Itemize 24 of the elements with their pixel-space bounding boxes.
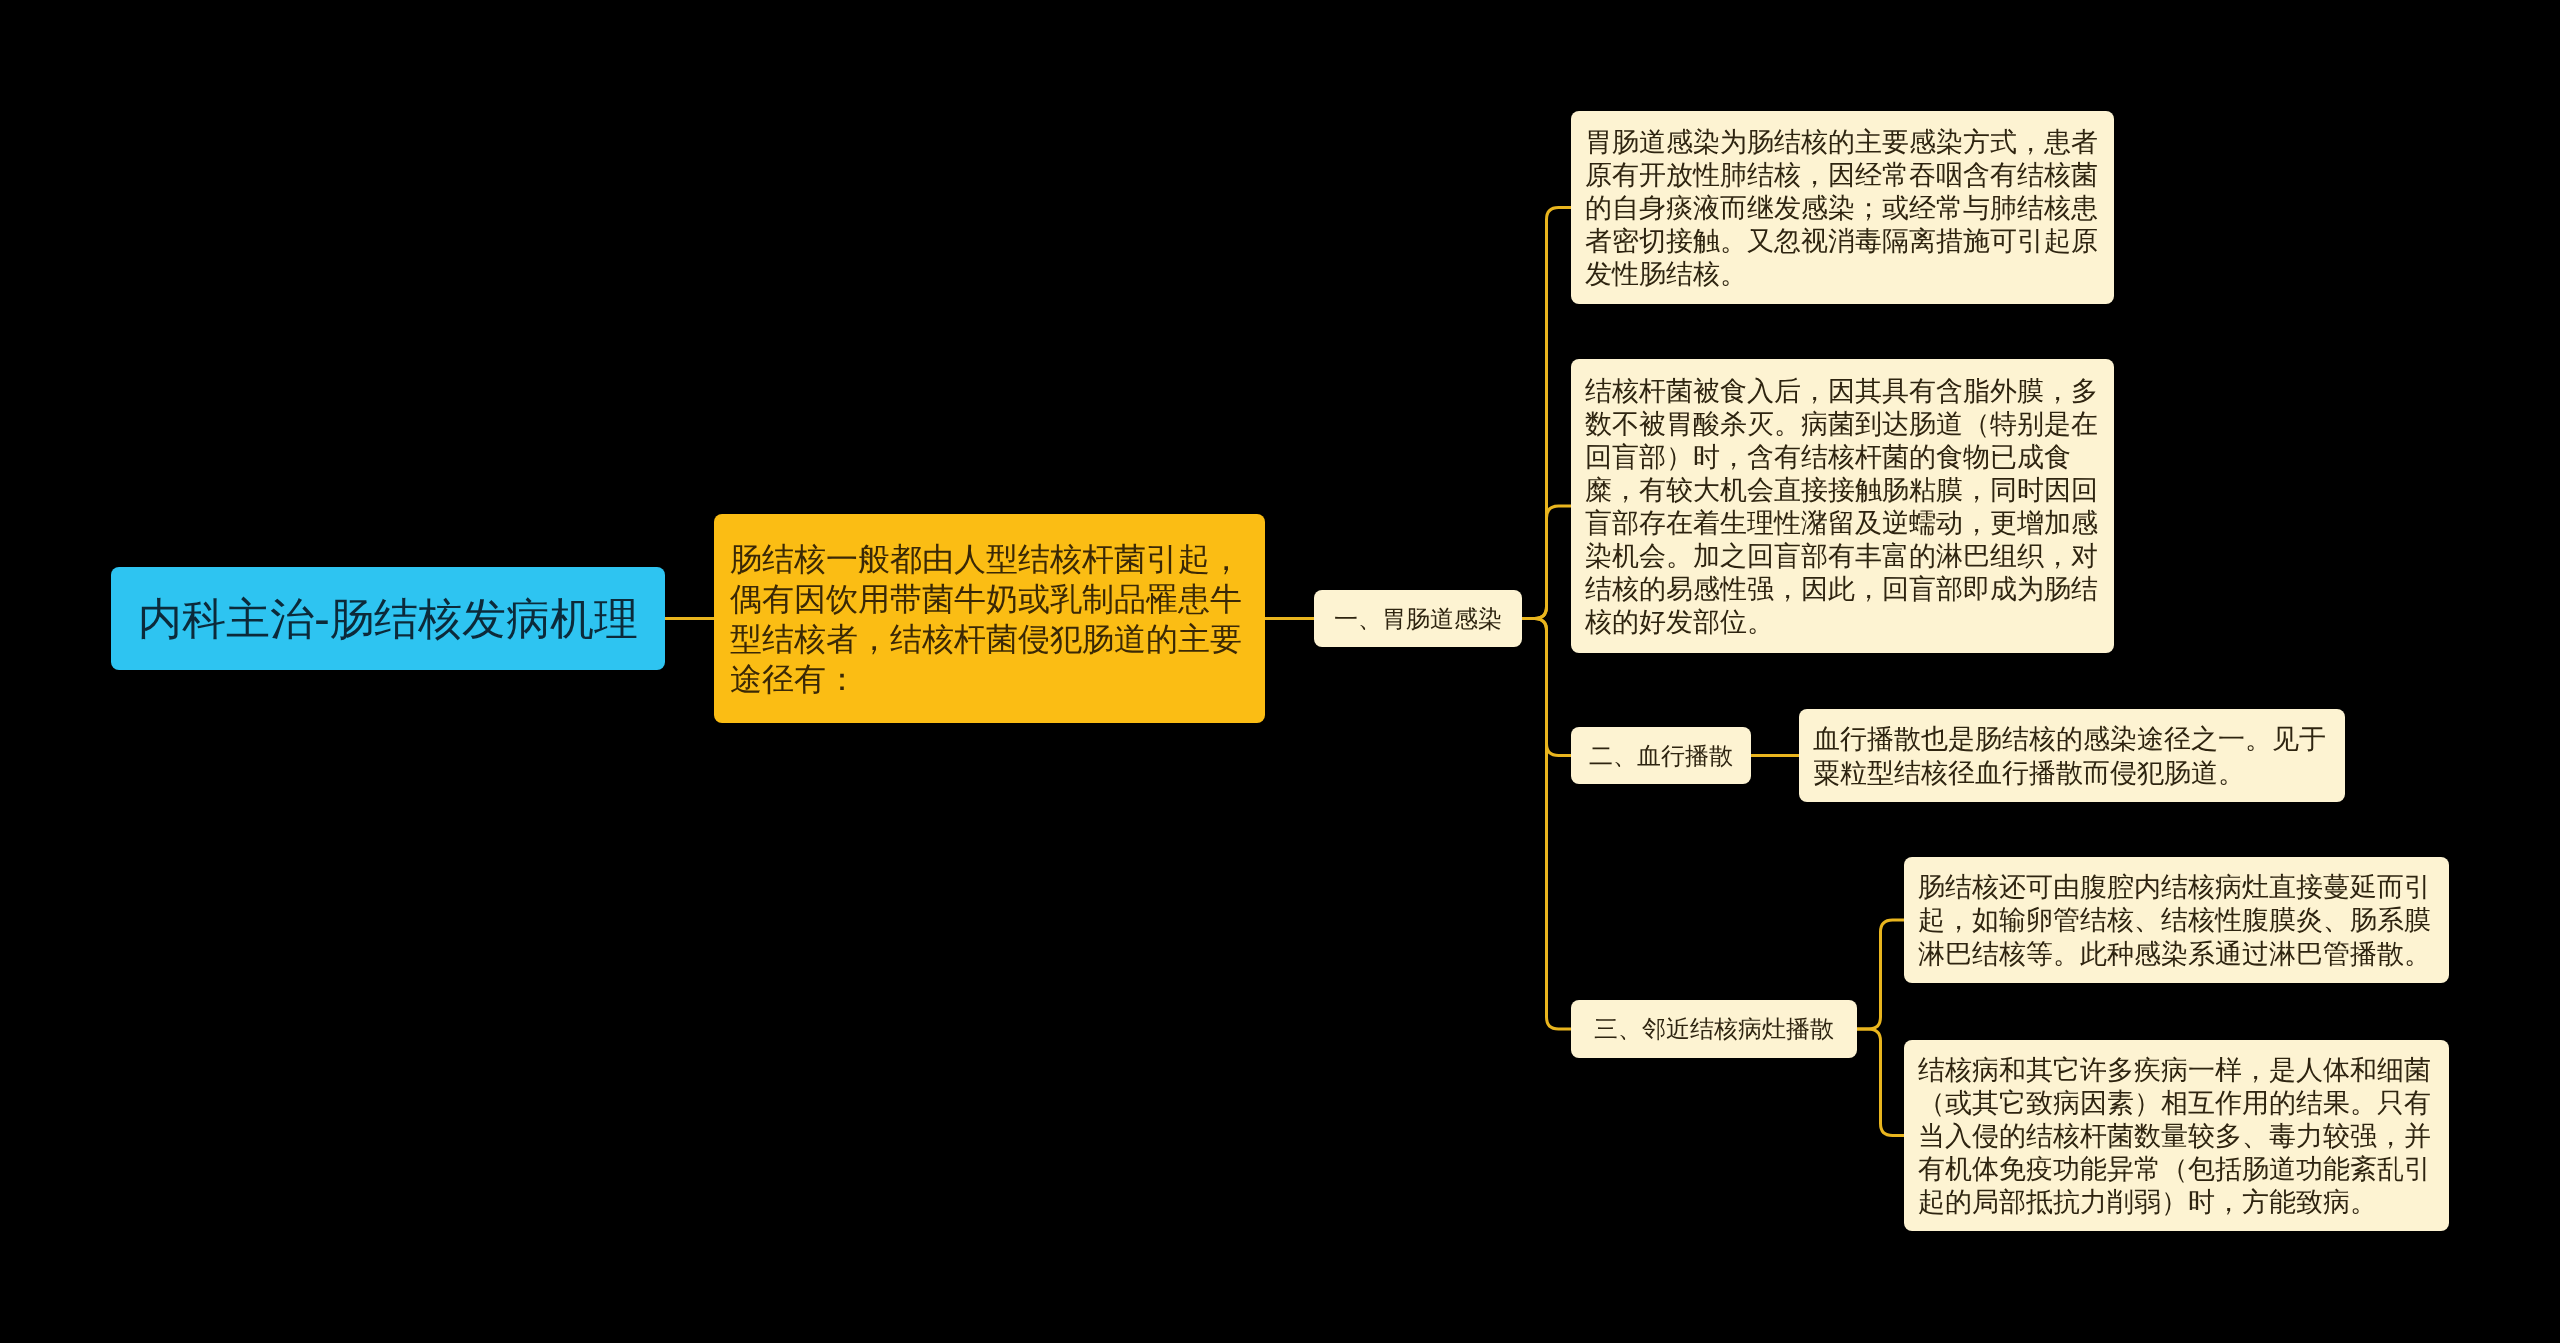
node-text: 肠结核一般都由人型结核杆菌引起，偶有因饮用带菌牛奶或乳制品罹患牛型结核者，结核杆菌侵犯肠道的主要途径有：: [730, 538, 1243, 699]
note-box: [1571, 111, 2114, 304]
node-text: 结核杆菌被食入后，因其具有含脂外膜，多数不被胃酸杀灭。病菌到达肠道（特别是在回盲部）时，含有结核杆菌的食物已成食糜，有较大机会直接接触肠粘膜，同时因回盲部存在着生理性潴留及逆蠕动，更增加感染机会。加之回盲部有丰富的淋巴组织，对结核的易感性强，因此，回盲部即成为肠结核的好发部位。: [1585, 373, 2099, 639]
connector-line: [1265, 617, 1314, 620]
note-box: [1799, 709, 2345, 802]
node-text: 一、胃肠道感染: [1334, 603, 1502, 634]
node-text: 血行播散也是肠结核的感染途径之一。见于粟粒型结核径血行播散而侵犯肠道。: [1813, 722, 2327, 789]
node-text: 内科主治-肠结核发病机理: [138, 592, 638, 646]
node-text: 胃肠道感染为肠结核的主要感染方式，患者原有开放性肺结核，因经常吞咽含有结核菌的自身痰液而继发感染；或经常与肺结核患者密切接触。又忽视消毒隔离措施可引起原发性肠结核。: [1585, 124, 2099, 291]
node-text: 肠结核还可由腹腔内结核病灶直接蔓延而引起，如输卵管结核、结核性腹膜炎、肠系膜淋巴结核等。此种感染系通过淋巴管播散。: [1918, 870, 2432, 970]
note-box: [1904, 857, 2449, 983]
node-text: 结核病和其它许多疾病一样，是人体和细菌（或其它致病因素）相互作用的结果。只有当入侵的结核杆菌数量较多、毒力较强，并有机体免疫功能异常（包括肠道功能紊乱引起的局部抵抗力削弱）时，方能致病。: [1918, 1052, 2432, 1219]
branch-box: [1314, 590, 1522, 647]
branch-box: [1571, 727, 1751, 784]
topic-box: [714, 514, 1265, 723]
connector-line: [1522, 617, 1571, 1031]
node-text: 二、血行播散: [1589, 740, 1733, 771]
note-box: [1904, 1040, 2449, 1231]
node-text: 三、邻近结核病灶播散: [1594, 1014, 1834, 1044]
root-topic-box: [111, 567, 665, 670]
connector-line: [1857, 1027, 1904, 1137]
branch-box: [1571, 1000, 1857, 1058]
connector-line: [665, 617, 714, 620]
connector-line: [1751, 754, 1799, 757]
